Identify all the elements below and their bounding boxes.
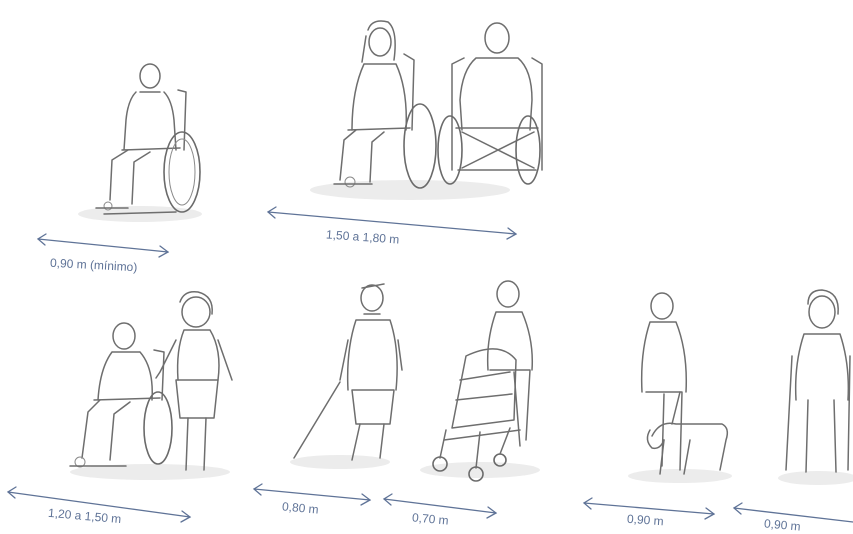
figure-two-wheelchairs [310,21,542,200]
figure-person-with-stroller [420,281,540,481]
dim-label-person-with-guide-dog: 0,90 m [627,512,665,529]
figure-single-wheelchair [78,64,202,222]
figure-person-with-crutches [778,290,853,485]
figure-person-with-cane [290,284,402,469]
figure-wheelchair-with-companion [70,292,232,480]
figure-person-with-guide-dog [628,293,732,483]
dim-arrow-single-wheelchair [38,234,168,257]
